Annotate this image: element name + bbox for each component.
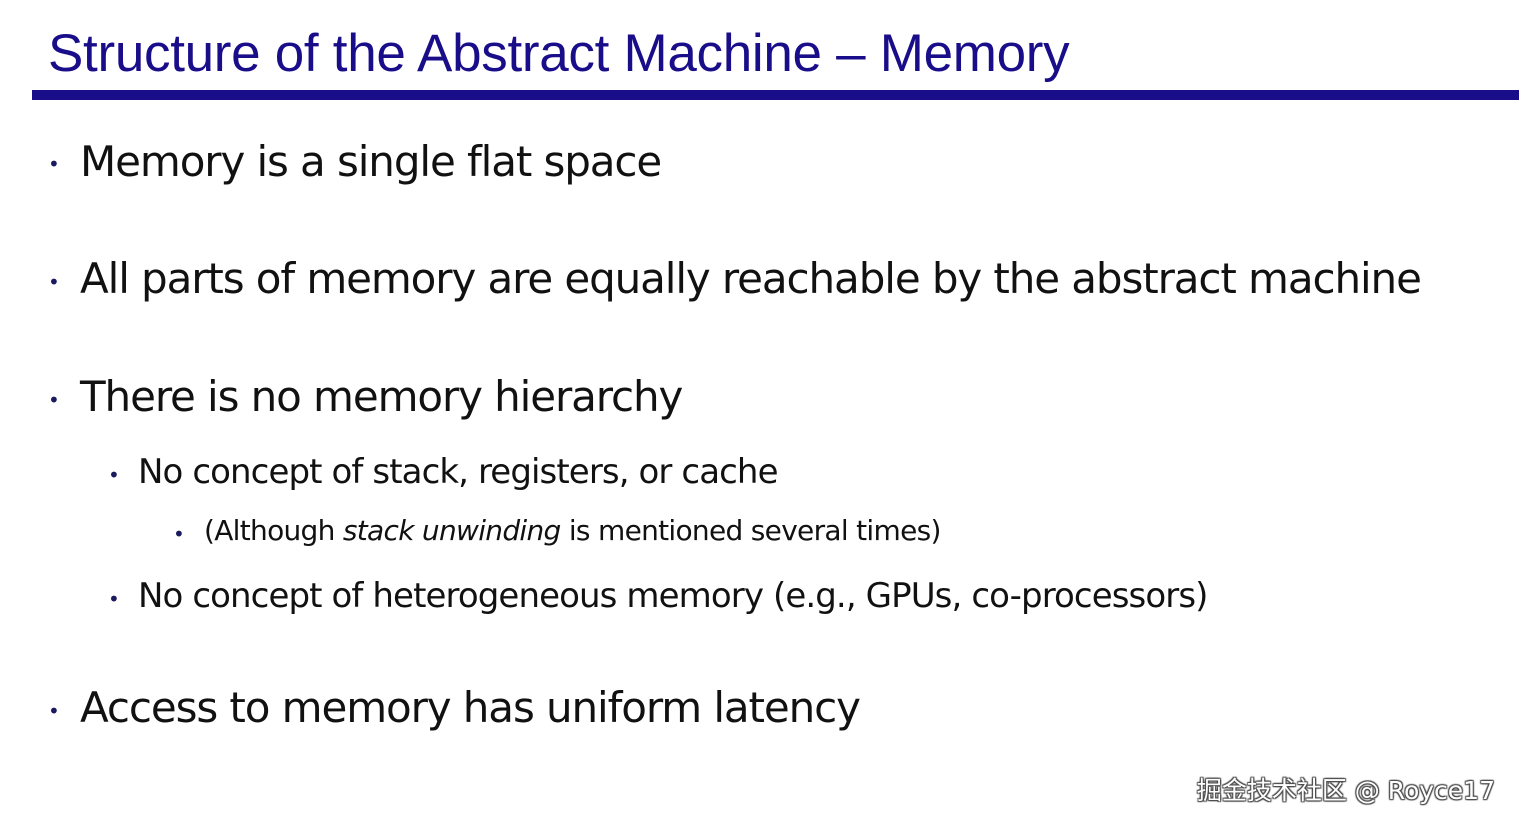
bullet-dot: • xyxy=(48,388,60,412)
bullet-dot: • xyxy=(48,152,60,176)
note-text-italic: stack unwinding xyxy=(342,514,561,547)
bullet-equally-reachable: All parts of memory are equally reachabl… xyxy=(80,254,1422,303)
bullet-dot: • xyxy=(108,587,120,611)
slide-title: Structure of the Abstract Machine – Memo… xyxy=(48,24,1070,83)
bullet-dot: • xyxy=(48,699,60,723)
bullet-no-hierarchy: There is no memory hierarchy xyxy=(80,372,683,421)
bullet-flat-space: Memory is a single flat space xyxy=(80,137,662,186)
bullet-uniform-latency: Access to memory has uniform latency xyxy=(80,683,861,732)
bullet-dot: • xyxy=(108,463,120,487)
note-text-after: is mentioned several times) xyxy=(560,514,942,547)
note-text-before: (Although xyxy=(204,514,343,547)
bullet-dot: • xyxy=(173,522,185,546)
bullet-no-heterogeneous-memory: No concept of heterogeneous memory (e.g.… xyxy=(138,576,1208,616)
title-underline xyxy=(32,90,1519,100)
bullet-no-stack-registers-cache: No concept of stack, registers, or cache xyxy=(138,452,779,492)
watermark: 掘金技术社区 @ Royce17 xyxy=(1196,776,1495,805)
bullet-stack-unwinding-note: (Although stack unwinding is mentioned s… xyxy=(204,513,941,549)
bullet-dot: • xyxy=(48,270,60,294)
